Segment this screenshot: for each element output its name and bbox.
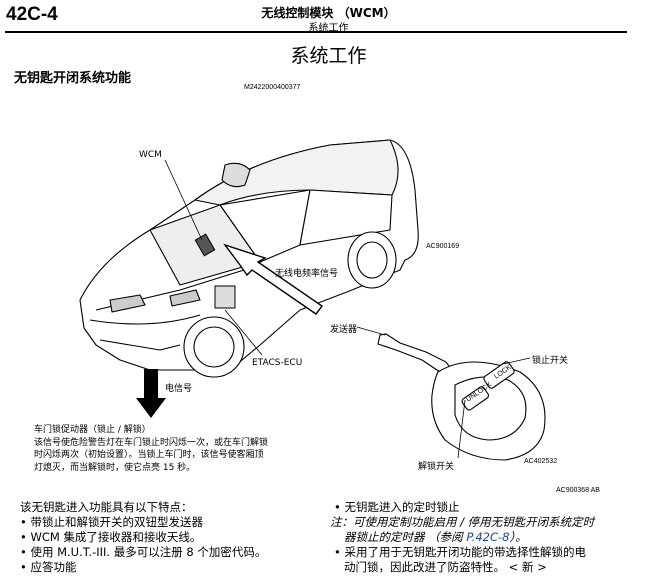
- system-diagram: LOCK UNLOCK: [79, 139, 546, 461]
- reference-link[interactable]: P.42C-8: [466, 530, 510, 544]
- features-list: 该无钥匙进入功能具有以下特点： • 带锁止和解锁开关的双钮型发送器 • WCM …: [20, 500, 320, 575]
- list-item: • 采用了用于无钥匙开闭功能的带选择性解锁的电: [334, 545, 586, 559]
- figure-code-top: M2422000400377: [244, 84, 301, 91]
- chapter-subtitle: 系统工作: [308, 23, 349, 34]
- electric-signal-label: 电信号: [165, 384, 193, 394]
- list-item-cont: 动门锁，因此改进了防盗特性。 < 新 >: [344, 560, 547, 574]
- note-text: 器锁止的定时器 （参阅 P.42C-8）。: [344, 530, 527, 544]
- transmitter-leader: [356, 326, 386, 336]
- note-line: 该信号使危险警告灯在车门锁止时闪烁一次，或在车门解锁: [34, 437, 269, 448]
- unlock-switch-label: 解锁开关: [418, 462, 455, 472]
- list-item: • 无钥匙进入的定时锁止: [334, 500, 460, 514]
- list-item: • WCM 集成了接收器和接收天线。: [20, 530, 202, 544]
- note-line: 灯熄灭，而当解锁时，使它点亮 15 秒。: [34, 462, 196, 473]
- transmitter-label: 发送器: [330, 325, 358, 335]
- rf-signal-label: 无线电频率信号: [275, 269, 339, 279]
- wcm-leader: [164, 159, 203, 241]
- figure-code: AC900368 AB: [556, 487, 600, 494]
- section-subtitle: 无钥匙开闭系统功能: [14, 71, 132, 86]
- car-code: AC900169: [426, 243, 460, 250]
- etacs-ecu-box: [214, 285, 236, 309]
- key-code: AC402532: [524, 458, 558, 465]
- section-number: 42C-4: [6, 4, 58, 25]
- etacs-leader: [224, 309, 263, 356]
- wcm-label: WCM: [139, 150, 162, 160]
- note-line: 车门锁促动器（锁止 / 解锁）: [34, 425, 151, 435]
- header-rule: [5, 31, 627, 33]
- key-transmitter: [377, 333, 546, 461]
- actuator-note: 车门锁促动器（锁止 / 解锁） 该信号使危险警告灯在车门锁止时闪烁一次，或在车门…: [34, 424, 314, 474]
- page-title: 系统工作: [290, 45, 367, 67]
- chapter-title: 无线控制模块 （WCM）: [261, 6, 396, 20]
- etacs-label: ETACS-ECU: [252, 358, 303, 368]
- note-line: 时闪烁两次（初始设置）。当锁上车门时，该信号使客厢顶: [34, 450, 264, 460]
- unlock-leader: [457, 399, 466, 459]
- electric-signal-arrow: [136, 369, 166, 418]
- note-text: 注：可使用定制功能启用 / 停用无钥匙开闭系统定时: [330, 515, 595, 529]
- list-item: • 带锁止和解锁开关的双钮型发送器: [20, 515, 203, 529]
- features-intro: 该无钥匙进入功能具有以下特点：: [20, 500, 193, 514]
- features-list-right: • 无钥匙进入的定时锁止 注：可使用定制功能启用 / 停用无钥匙开闭系统定时 器…: [330, 500, 650, 575]
- lock-switch-label: 锁止开关: [532, 356, 569, 366]
- list-item: • 使用 M.U.T.-III. 最多可以注册 8 个加密代码。: [20, 545, 267, 559]
- lock-leader: [502, 357, 531, 365]
- list-item: • 应答功能: [20, 560, 77, 574]
- rf-signal-arrow: [223, 243, 323, 315]
- car-illustration: [79, 139, 419, 378]
